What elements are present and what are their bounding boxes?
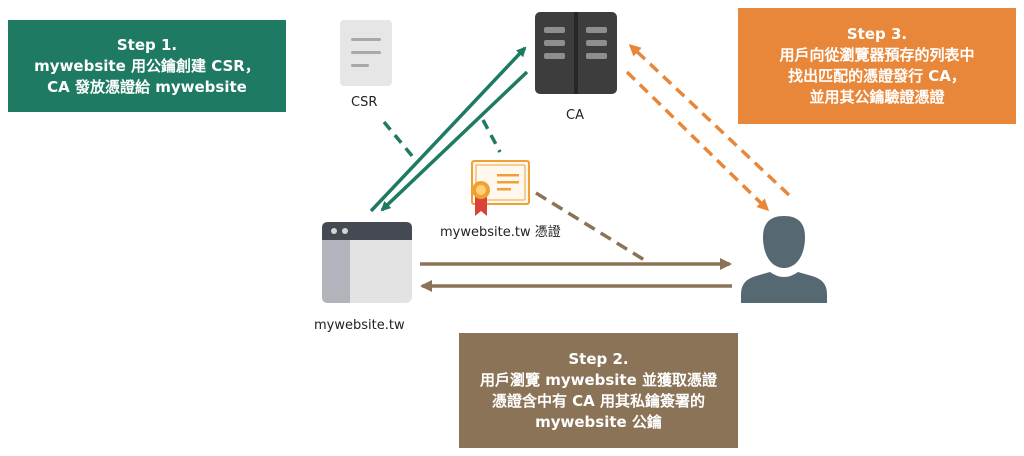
- step1-box: Step 1. mywebsite 用公鑰創建 CSR， CA 發放憑證給 my…: [8, 20, 286, 112]
- step2-line: mywebsite 公鑰: [535, 412, 662, 431]
- user-icon: [741, 216, 827, 303]
- step1-line: CA 發放憑證給 mywebsite: [47, 77, 247, 96]
- step2-line: 憑證含中有 CA 用其私鑰簽署的: [491, 391, 706, 410]
- step3-title: Step 3.: [846, 25, 908, 43]
- step3-line: 找出匹配的憑證發行 CA，: [788, 67, 966, 85]
- arrow-ca-to-user: [625, 70, 770, 212]
- document-icon: [340, 20, 392, 86]
- dash-certificate-to-browse: [535, 191, 647, 263]
- step2-box: Step 2. 用戶瀏覽 mywebsite 並獲取憑證 憑證含中有 CA 用其…: [459, 333, 738, 448]
- step3-line: 用戶向從瀏覽器預存的列表中: [779, 46, 975, 64]
- server-icon: [535, 12, 617, 94]
- website-label: mywebsite.tw: [314, 318, 405, 333]
- step2-line: 用戶瀏覽 mywebsite 並獲取憑證: [479, 370, 718, 389]
- step2-title: Step 2.: [568, 349, 629, 368]
- ca-label: CA: [566, 108, 584, 123]
- step1-title: Step 1.: [116, 35, 178, 54]
- step3-line: 並用其公鑰驗證憑證: [809, 88, 945, 106]
- dash-certificate-from-arrow: [481, 119, 502, 153]
- step1-line: mywebsite 用公鑰創建 CSR，: [34, 56, 260, 75]
- csr-label: CSR: [351, 95, 378, 110]
- arrow-website-to-ca: [369, 46, 527, 213]
- certificate-label: mywebsite.tw 憑證: [440, 225, 561, 240]
- dash-csr-to-arrow: [382, 120, 415, 159]
- step3-box: Step 3. 用戶向從瀏覽器預存的列表中 找出匹配的憑證發行 CA， 並用其公…: [738, 8, 1016, 124]
- arrow-user-to-ca: [628, 43, 791, 197]
- arrow-ca-to-website: [380, 70, 529, 212]
- browser-window-icon: [322, 222, 412, 303]
- certificate-icon: [471, 160, 530, 216]
